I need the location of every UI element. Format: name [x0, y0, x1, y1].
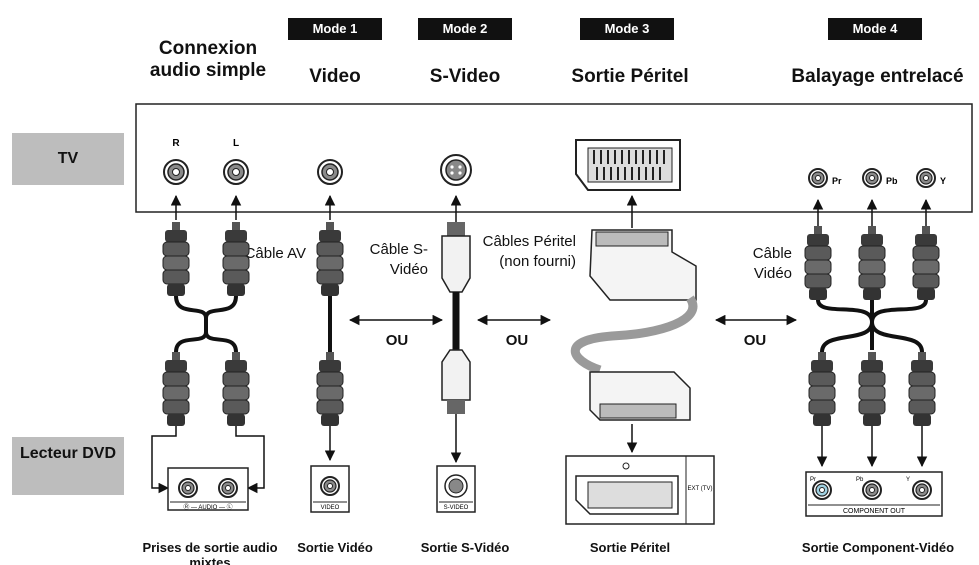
footer-audio-outputs: Prises de sortie audio mixtes [142, 540, 278, 565]
dvd-video-panel: VIDEO [310, 465, 350, 513]
scart-cable [570, 194, 698, 454]
cable-svideo-label: Câble S-Vidéo [369, 241, 428, 278]
mode-3-badge: Mode 3 [580, 18, 674, 40]
tv-scart-socket [575, 139, 681, 191]
dvd-component-panel: Pr Pb Y COMPONENT OUT [805, 471, 943, 517]
tv-jack-pr-label: Pr [832, 176, 842, 186]
cable-av-label: Câble AV [244, 245, 306, 262]
mode-4-badge: Mode 4 [828, 18, 922, 40]
tv-component-y-jack [916, 168, 936, 188]
dvd-component-out-label: COMPONENT OUT [843, 508, 906, 515]
ou-label-2: OU [505, 332, 529, 349]
heading-sortie-peritel: Sortie Péritel [571, 66, 689, 87]
tv-audio-r-jack [163, 159, 189, 185]
tv-jack-y-label: Y [940, 176, 946, 186]
dvd-pb-label: Pb [856, 477, 864, 483]
dvd-svideo-label: S-VIDEO [444, 505, 469, 511]
tv-jack-l-label: L [233, 138, 239, 149]
cable-video-label: Câble Vidéo [752, 245, 792, 282]
heading-connexion-audio-simple: Connexion audio simple [149, 38, 267, 81]
dvd-y-label: Y [906, 477, 910, 483]
tv-svideo-jack [440, 154, 472, 186]
footer-sortie-svideo: Sortie S-Vidéo [420, 540, 510, 555]
footer-sortie-component-video: Sortie Component-Vidéo [801, 540, 955, 555]
tv-jack-pb-label: Pb [886, 176, 898, 186]
ou-label-1: OU [385, 332, 409, 349]
heading-balayage-entrelace: Balayage entrelacé [791, 66, 964, 87]
dvd-scart-panel: EXT (TV) [565, 455, 715, 525]
tv-panel [135, 103, 973, 213]
dvd-player-label: Lecteur DVD [12, 437, 124, 495]
video-cable [316, 194, 344, 462]
footer-sortie-video: Sortie Vidéo [297, 540, 373, 555]
dvd-video-label: VIDEO [321, 505, 340, 511]
tv-audio-l-jack [223, 159, 249, 185]
dvd-pr-label: Pr [810, 477, 816, 483]
component-video-cable [804, 198, 940, 468]
svideo-cable [441, 194, 471, 464]
tv-label: TV [12, 133, 124, 185]
dvd-audio-label: Ⓡ — AUDIO — Ⓛ [183, 503, 232, 511]
dvd-svideo-panel: S-VIDEO [436, 465, 476, 513]
mode-1-badge: Mode 1 [288, 18, 382, 40]
mode-2-badge: Mode 2 [418, 18, 512, 40]
cable-peritel-label: Câbles Péritel (non fourni) [482, 233, 576, 270]
heading-video: Video [309, 66, 361, 87]
tv-component-pr-jack [808, 168, 828, 188]
heading-s-video: S-Video [429, 66, 501, 87]
tv-video-jack [317, 159, 343, 185]
ou-label-3: OU [743, 332, 767, 349]
dvd-audio-panel: Ⓡ — AUDIO — Ⓛ [167, 467, 249, 511]
tv-jack-r-label: R [172, 138, 180, 149]
audio-av-cable [151, 194, 265, 494]
footer-sortie-peritel: Sortie Péritel [589, 540, 671, 555]
tv-component-pb-jack [862, 168, 882, 188]
dvd-ext-label: EXT (TV) [688, 486, 713, 492]
